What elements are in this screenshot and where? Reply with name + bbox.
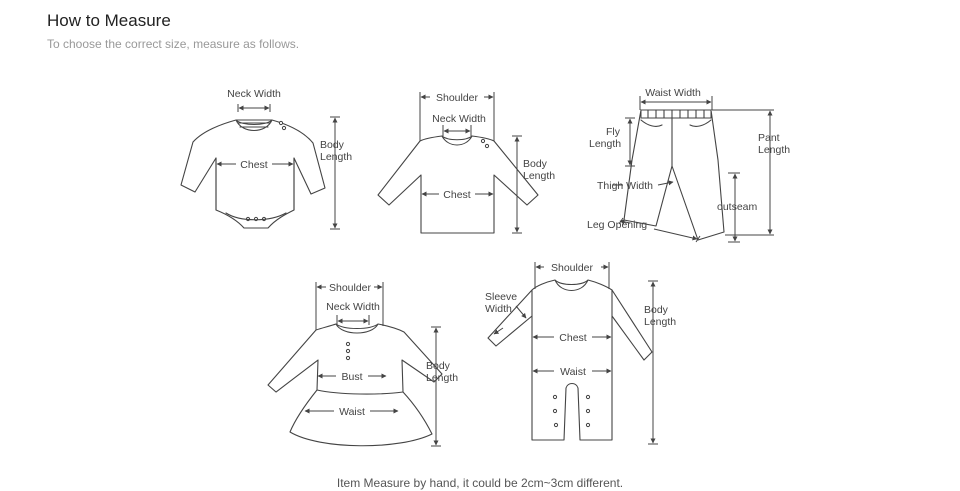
dress-collar xyxy=(335,323,379,334)
romper-sleeve-width-label-1: Sleeve xyxy=(485,291,517,303)
dress-waist-label: Waist xyxy=(339,406,365,418)
romper-body-length-label-1: Body xyxy=(644,304,669,316)
pants-waistband xyxy=(640,109,712,119)
romper-waist-label: Waist xyxy=(560,366,586,378)
pants-outline xyxy=(623,109,725,241)
bodysuit-chest-label: Chest xyxy=(240,159,268,171)
bodysuit-outline xyxy=(180,119,326,229)
bodysuit-body-length-label-2: Length xyxy=(320,151,352,163)
pants-fly-length-label-2: Length xyxy=(589,138,621,150)
dress-diagram: Shoulder Neck Width Bust Waist Body Leng… xyxy=(267,282,458,447)
page-title: How to Measure xyxy=(47,11,171,30)
tshirt-diagram: Shoulder Neck Width Chest Body Length xyxy=(377,92,555,234)
romper-sleeve-width-label-2: Width xyxy=(485,303,512,315)
romper-body-length-label-2: Length xyxy=(644,316,676,328)
romper-chest-label: Chest xyxy=(559,332,587,344)
footer-note: Item Measure by hand, it could be 2cm~3c… xyxy=(336,476,624,490)
page-subtitle: To choose the correct size, measure as f… xyxy=(47,37,300,51)
tshirt-chest-label: Chest xyxy=(443,189,471,201)
dress-body-length-label-1: Body xyxy=(426,360,451,372)
romper-outline xyxy=(487,279,653,441)
romper-collar xyxy=(554,279,589,291)
romper-shoulder-label: Shoulder xyxy=(551,262,594,274)
pants-waist-width-label: Waist Width xyxy=(645,87,701,99)
pants-pant-length-label-1: Pant xyxy=(758,132,780,144)
tshirt-collar xyxy=(441,135,473,146)
romper-diagram: Shoulder Sleeve Width Chest Waist Body L… xyxy=(485,262,676,445)
tshirt-shoulder-label: Shoulder xyxy=(436,92,479,104)
pants-leg-opening-label: Leg Opening xyxy=(587,219,647,231)
tshirt-body-length-label-2: Length xyxy=(523,170,555,182)
pants-pant-length-label-2: Length xyxy=(758,144,790,156)
bodysuit-collar xyxy=(235,119,273,131)
dress-neck-width-label: Neck Width xyxy=(326,301,380,313)
tshirt-neck-width-label: Neck Width xyxy=(432,113,486,125)
dress-bust-label: Bust xyxy=(341,371,362,383)
tshirt-outline xyxy=(377,135,539,234)
bodysuit-body-length-label-1: Body xyxy=(320,139,345,151)
bodysuit-neck-width-label: Neck Width xyxy=(227,88,281,100)
bodysuit-diagram: Neck Width Chest Body Length xyxy=(180,88,352,230)
dress-body-length-label-2: Length xyxy=(426,372,458,384)
pants-thigh-width-label: Thigh Width xyxy=(597,180,653,192)
dress-outline xyxy=(267,323,443,447)
pants-fly-length-label-1: Fly xyxy=(606,126,621,138)
pants-outseam-label: outseam xyxy=(717,201,758,213)
tshirt-body-length-label-1: Body xyxy=(523,158,548,170)
dress-shoulder-label: Shoulder xyxy=(329,282,372,294)
pants-diagram: Waist Width Fly Length Pant Length Thigh… xyxy=(587,87,790,243)
